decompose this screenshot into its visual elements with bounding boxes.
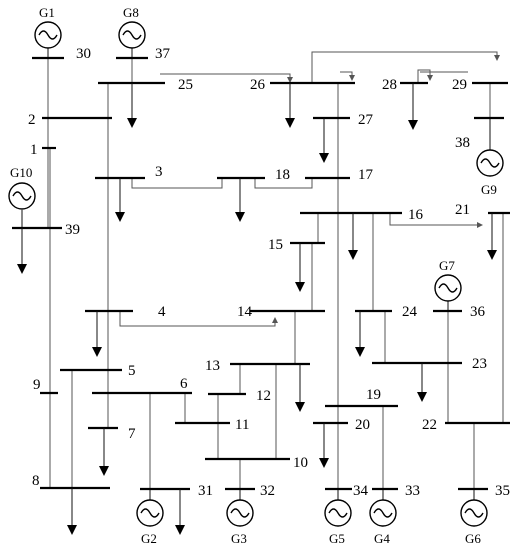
bus-label-39: 39 [65,222,80,238]
load-arrow-icon [17,228,27,274]
loads [17,83,497,535]
load-arrow-icon [319,118,329,163]
generator-label-g10: G10 [10,165,32,180]
bus-label-20: 20 [355,417,370,433]
generator-icon [476,149,504,177]
bus-label-1: 1 [30,142,38,158]
generator-label-g7: G7 [439,258,455,273]
bus-label-26: 26 [250,77,266,93]
generator-label-g9: G9 [481,182,497,197]
generator-label-g8: G8 [123,5,139,20]
bus-label-35: 35 [495,483,510,499]
bus-label-27: 27 [358,112,374,128]
generator-icon [34,21,62,49]
bus-label-15: 15 [268,237,283,253]
generators [8,21,504,527]
load-arrow-icon [355,311,365,357]
load-arrow-icon [319,423,329,468]
load-arrow-icon [285,83,295,128]
bus-label-21: 21 [455,202,470,218]
bus-label-2: 2 [28,112,36,128]
bus-label-10: 10 [293,455,308,471]
bus-label-19: 19 [366,387,381,403]
load-arrow-icon [67,488,77,535]
load-arrow-icon [115,178,125,222]
bus-label-29: 29 [452,77,467,93]
generator-icon [460,499,488,527]
load-arrow-icon [235,178,245,222]
generator-label-g6: G6 [465,531,481,546]
load-arrow-icon [99,428,109,476]
bus-label-11: 11 [235,417,249,433]
bus-label-7: 7 [128,426,136,442]
load-arrow-icon [408,83,418,130]
bus-label-37: 37 [155,46,171,62]
bus-label-18: 18 [275,167,290,183]
bus-label-28: 28 [382,77,397,93]
bus-label-3: 3 [155,164,163,180]
bus-label-13: 13 [205,358,220,374]
generator-icon [118,21,146,49]
bus-label-25: 25 [178,77,193,93]
buses [12,56,510,491]
generator-icon [369,499,397,527]
bus-label-30: 30 [76,46,91,62]
generator-icon [226,499,254,527]
load-arrow-icon [127,83,137,128]
bus-label-23: 23 [472,356,487,372]
generator-label-g5: G5 [329,531,345,546]
generator-labels: G1 G2 G3 G4 G5 G6 G7 G8 G9 G10 [10,5,497,546]
generator-icon [324,499,352,527]
transmission-lines [21,48,504,500]
bus-label-33: 33 [405,483,420,499]
bus-label-6: 6 [180,376,188,392]
bus-label-4: 4 [158,304,166,320]
bus-label-38: 38 [455,135,470,151]
load-arrow-icon [295,243,305,292]
bus-label-12: 12 [256,388,271,404]
bus-label-22: 22 [422,417,437,433]
bus-label-31: 31 [198,483,213,499]
generator-label-g1: G1 [39,5,55,20]
bus-labels: 1 2 3 4 5 6 7 8 9 10 11 12 13 14 15 16 1… [28,46,510,499]
bus-label-8: 8 [32,473,40,489]
generator-icon [434,274,462,302]
bus-label-14: 14 [237,304,253,320]
load-arrow-icon [295,364,305,412]
bus-label-34: 34 [353,483,369,499]
generator-icon [136,499,164,527]
load-arrow-icon [487,213,497,260]
bus-label-5: 5 [128,363,136,379]
bus-label-17: 17 [358,167,374,183]
load-arrow-icon [417,363,427,402]
load-arrow-icon [92,311,102,357]
generator-label-g4: G4 [374,531,390,546]
generator-label-g2: G2 [141,531,157,546]
bus-label-36: 36 [470,304,486,320]
load-arrow-icon [175,489,185,535]
bus-label-32: 32 [260,483,275,499]
bus-label-9: 9 [33,377,41,393]
bus-label-16: 16 [408,207,424,223]
bus-label-24: 24 [402,304,418,320]
generator-label-g3: G3 [231,531,247,546]
generator-icon [8,182,36,210]
load-arrow-icon [348,213,358,260]
